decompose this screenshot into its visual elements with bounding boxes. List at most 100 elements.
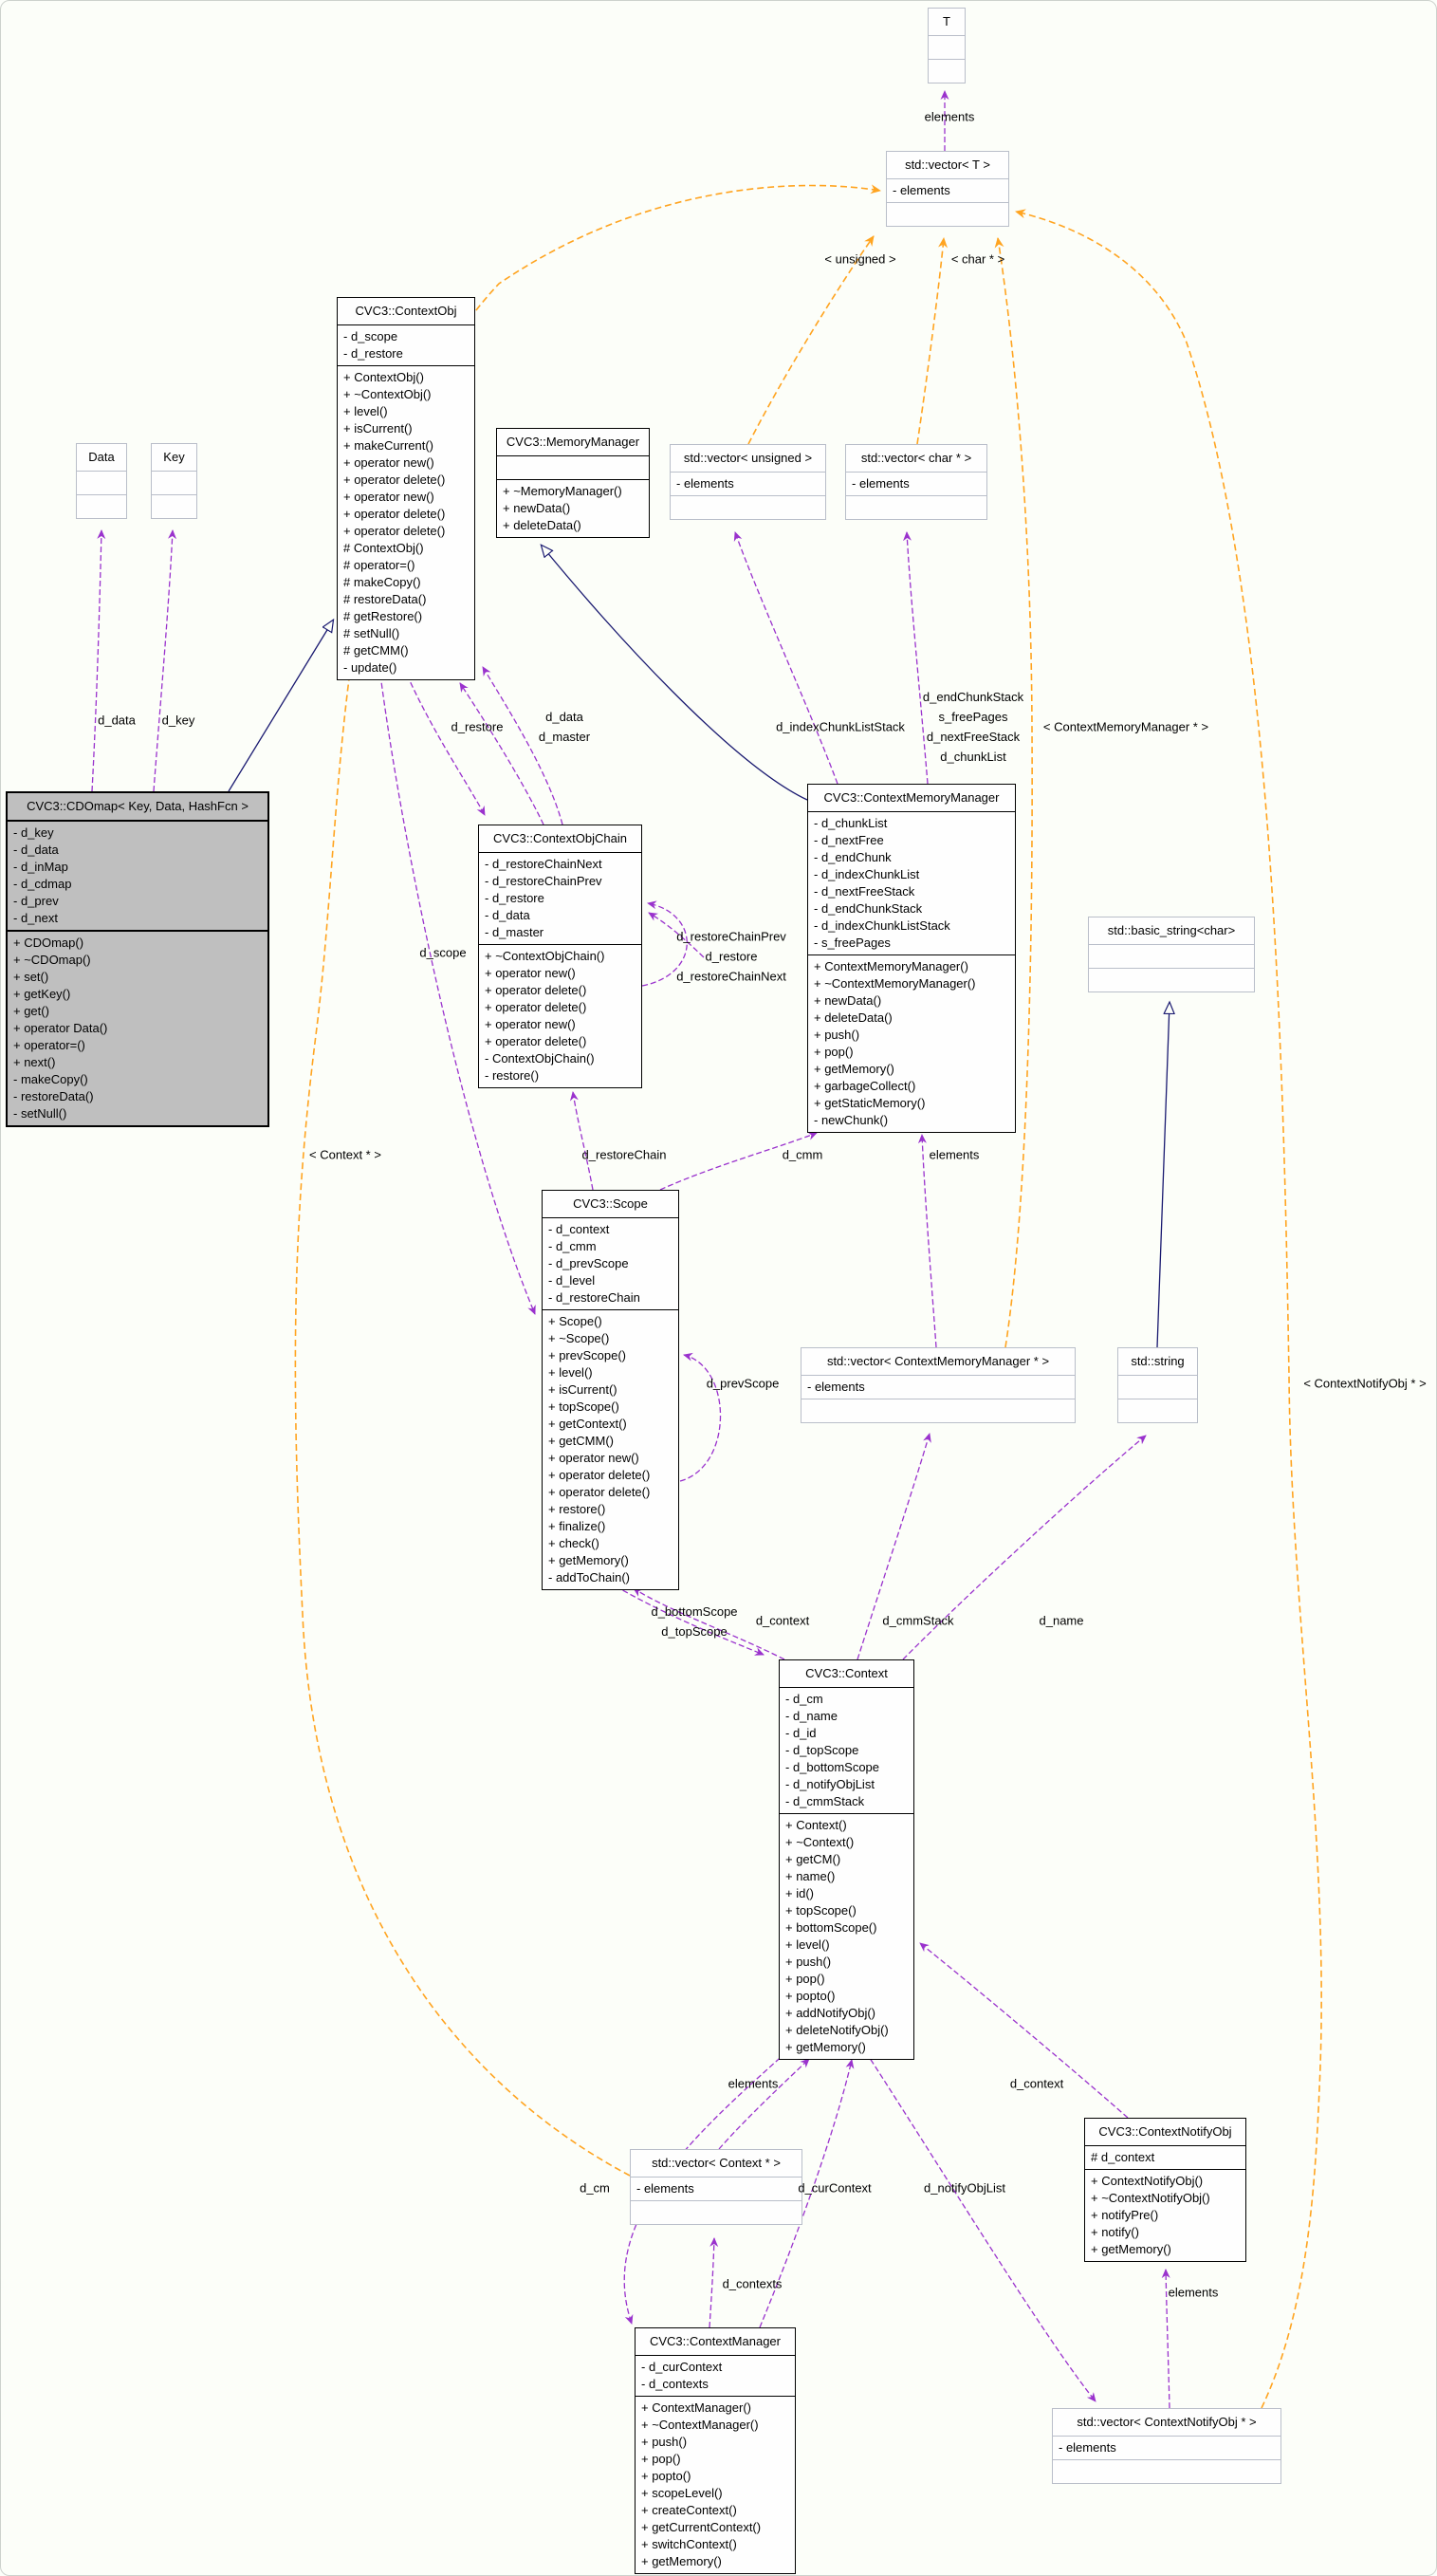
class-title: CVC3::ContextObj — [355, 304, 457, 318]
class-attributes: - d_context- d_cmm- d_prevScope- d_level… — [543, 1217, 678, 1309]
class-attributes: - d_key- d_data- d_inMap- d_cdmap- d_pre… — [8, 820, 267, 930]
member-line: + getCurrentContext() — [641, 2520, 762, 2534]
edge-label-tmpl-charp: < char * > — [950, 251, 1005, 267]
member-line: - d_restoreChain — [548, 1290, 640, 1305]
member-line: + prevScope() — [548, 1348, 627, 1362]
member-line: + operator delete() — [343, 524, 446, 538]
member-line: + switchContext() — [641, 2537, 737, 2551]
member-line: + ~Scope() — [548, 1331, 610, 1345]
edge-d-name-context-string — [902, 1435, 1147, 1660]
edge-tmpl-vcp-vt — [916, 237, 949, 445]
class-node-context-obj[interactable]: CVC3::ContextObj- d_scope- d_restore+ Co… — [337, 297, 475, 680]
class-node-basic-string[interactable]: std::basic_string<char> — [1088, 917, 1255, 992]
class-attributes — [929, 35, 965, 59]
member-line: + set() — [13, 970, 49, 984]
member-line: - elements — [676, 476, 734, 491]
edge-label-tmpl-unsigned: < unsigned > — [824, 251, 896, 267]
class-node-t[interactable]: T — [928, 8, 966, 83]
edge-label-tmpl-cmm: < ContextMemoryManager * > — [1042, 719, 1209, 734]
class-methods — [929, 59, 965, 83]
edge-label-elements-context: elements — [728, 2076, 779, 2091]
edge-label-d-indexchunkliststack: d_indexChunkListStack — [776, 719, 905, 734]
class-methods: + ContextObj()+ ~ContextObj()+ level()+ … — [338, 365, 474, 679]
class-node-vector-cmm[interactable]: std::vector< ContextMemoryManager * >- e… — [801, 1347, 1076, 1423]
member-line: + isCurrent() — [548, 1382, 617, 1397]
edge-label-d-context: d_context — [755, 1613, 810, 1628]
edge-d-context-cno-context — [919, 1942, 1129, 2119]
class-node-context-memory-manager[interactable]: CVC3::ContextMemoryManager- d_chunkList-… — [807, 784, 1016, 1133]
class-node-vector-t[interactable]: std::vector< T >- elements — [886, 151, 1009, 227]
member-line: + ContextManager() — [641, 2400, 751, 2415]
edge-inherit-cmm-mm — [542, 546, 808, 801]
edge-label-d-key: d_key — [161, 713, 195, 728]
member-line: - d_cdmap — [13, 877, 72, 891]
member-line: + restore() — [548, 1502, 606, 1516]
class-methods — [846, 495, 986, 519]
member-line: + ~Context() — [785, 1835, 855, 1849]
member-line: + pop() — [785, 1972, 825, 1986]
class-attributes: - d_curContext- d_contexts — [636, 2355, 795, 2396]
class-node-data[interactable]: Data — [76, 443, 127, 519]
class-node-vector-unsigned[interactable]: std::vector< unsigned >- elements — [670, 444, 826, 520]
class-title: CVC3::ContextObjChain — [493, 831, 627, 845]
edge-elements-vcmm-cmm — [917, 1134, 937, 1348]
member-line: - d_key — [13, 825, 54, 840]
class-node-context-manager[interactable]: CVC3::ContextManager- d_curContext- d_co… — [635, 2327, 796, 2574]
class-methods: + ContextMemoryManager()+ ~ContextMemory… — [808, 954, 1015, 1132]
class-attributes: # d_context — [1085, 2145, 1245, 2169]
member-line: + ~ContextManager() — [641, 2418, 759, 2432]
member-line: + bottomScope() — [785, 1920, 877, 1935]
member-line: + finalize() — [548, 1519, 606, 1533]
member-line: + getContext() — [548, 1417, 627, 1431]
class-attributes — [1118, 1375, 1197, 1399]
class-title: CVC3::MemoryManager — [506, 435, 640, 449]
edge-label-elements-cmm: elements — [929, 1147, 980, 1162]
class-node-memory-manager[interactable]: CVC3::MemoryManager+ ~MemoryManager()+ n… — [496, 428, 650, 538]
member-line: + newData() — [814, 993, 882, 1008]
class-node-key[interactable]: Key — [151, 443, 197, 519]
class-node-vector-contextp[interactable]: std::vector< Context * >- elements — [630, 2149, 802, 2225]
class-methods — [801, 1399, 1075, 1422]
member-line: + get() — [13, 1004, 49, 1018]
class-methods — [1089, 968, 1254, 991]
class-attributes: - elements — [801, 1375, 1075, 1399]
class-node-vector-charp[interactable]: std::vector< char * >- elements — [845, 444, 987, 520]
member-line: + ~ContextNotifyObj() — [1091, 2191, 1210, 2205]
member-line: - d_cmm — [548, 1239, 597, 1253]
member-line: + pop() — [814, 1045, 854, 1059]
member-line: + push() — [785, 1955, 832, 1969]
edge-chain-selfloop2 — [648, 912, 705, 958]
member-line: + operator delete() — [548, 1468, 651, 1482]
class-node-context[interactable]: CVC3::Context- d_cm- d_name- d_id- d_top… — [779, 1659, 914, 2060]
member-line: - d_data — [13, 843, 59, 857]
member-line: + notify() — [1091, 2225, 1139, 2239]
member-line: + ContextObj() — [343, 370, 424, 384]
member-line: - d_chunkList — [814, 816, 888, 830]
class-methods — [1118, 1399, 1197, 1422]
edge-d-master-chain-co — [482, 666, 563, 825]
class-node-cdomap[interactable]: CVC3::CDOmap< Key, Data, HashFcn >- d_ke… — [6, 791, 269, 1127]
class-attributes — [77, 471, 126, 494]
class-node-context-obj-chain[interactable]: CVC3::ContextObjChain- d_restoreChainNex… — [478, 825, 642, 1088]
member-line: - d_curContext — [641, 2360, 723, 2374]
member-line: + operator new() — [485, 1017, 576, 1031]
member-line: - d_context — [548, 1222, 610, 1236]
class-node-std-string[interactable]: std::string — [1117, 1347, 1198, 1423]
class-node-scope[interactable]: CVC3::Scope- d_context- d_cmm- d_prevSco… — [542, 1190, 679, 1590]
member-line: + operator delete() — [485, 1000, 587, 1014]
class-title: std::vector< char * > — [860, 451, 972, 465]
member-line: - d_master — [485, 925, 544, 939]
edge-inherit-cdomap-contextobj — [228, 621, 333, 792]
class-methods: + ~MemoryManager()+ newData()+ deleteDat… — [497, 479, 649, 537]
class-node-vector-cno[interactable]: std::vector< ContextNotifyObj * >- eleme… — [1052, 2408, 1281, 2484]
member-line: + notifyPre() — [1091, 2208, 1159, 2222]
member-line: + ~ContextMemoryManager() — [814, 976, 976, 991]
member-line: - ContextObjChain() — [485, 1051, 595, 1066]
member-line: + operator delete() — [343, 473, 446, 487]
member-line: - d_inMap — [13, 860, 68, 874]
edge-elements-vctx-context — [718, 2058, 810, 2150]
class-node-context-notify-obj[interactable]: CVC3::ContextNotifyObj# d_context+ Conte… — [1084, 2118, 1246, 2262]
member-line: + topScope() — [548, 1399, 619, 1414]
edge-d-scope-co-scope — [379, 674, 536, 1315]
